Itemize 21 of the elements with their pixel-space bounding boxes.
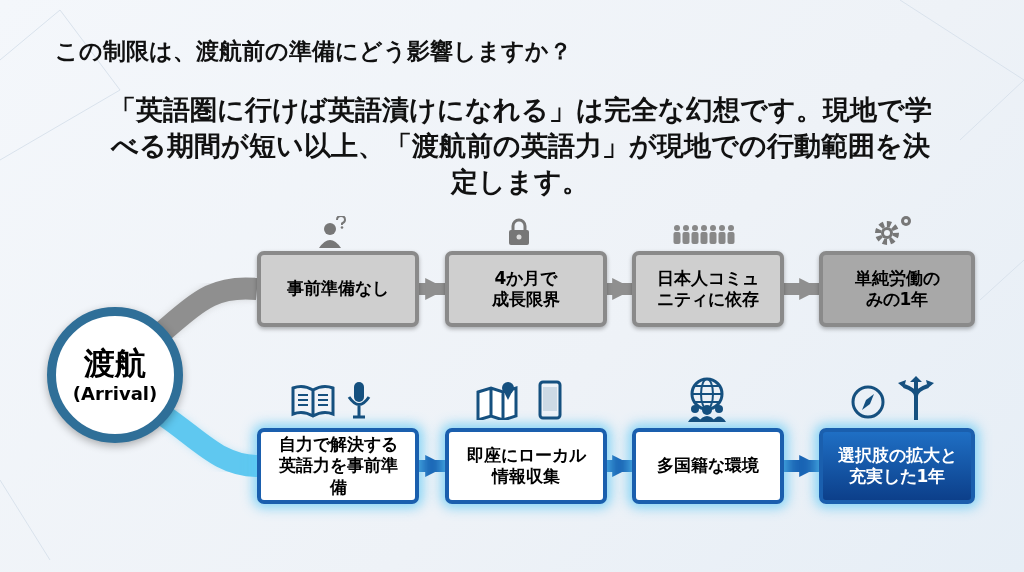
process-box	[819, 428, 975, 504]
box-label: 事前準備なし	[287, 278, 389, 300]
process-box	[257, 428, 419, 504]
process-box	[445, 428, 607, 504]
circle-title: 渡航	[84, 344, 146, 384]
box-label: 4か月で成長限界	[491, 267, 561, 311]
circle-subtitle: (Arrival)	[72, 383, 158, 406]
box-label: 自力で解決する英語力を事前準備	[277, 434, 399, 498]
process-box	[819, 251, 975, 327]
box-label: 日本人コミュニティに依存	[656, 267, 760, 311]
process-box	[257, 251, 419, 327]
statement-text: 「英語圏に行けば英語漬けになれる」は完全な幻想です。現地で学べる期間が短い以上、「渡航前の英語力」が現地での行動範囲を決定します。	[107, 93, 933, 199]
process-box	[632, 428, 784, 504]
box-label: 単純労働のみの1年	[853, 267, 941, 311]
heading: この制限は、渡航前の準備にどう影響しますか？	[55, 37, 572, 66]
box-label: 即座にローカル情報収集	[465, 444, 587, 488]
box-label: 多国籍な環境	[657, 455, 759, 477]
arrival-circle	[47, 307, 183, 443]
box-label: 選択肢の拡大と充実した1年	[836, 444, 958, 488]
process-box	[632, 251, 784, 327]
process-box	[445, 251, 607, 327]
